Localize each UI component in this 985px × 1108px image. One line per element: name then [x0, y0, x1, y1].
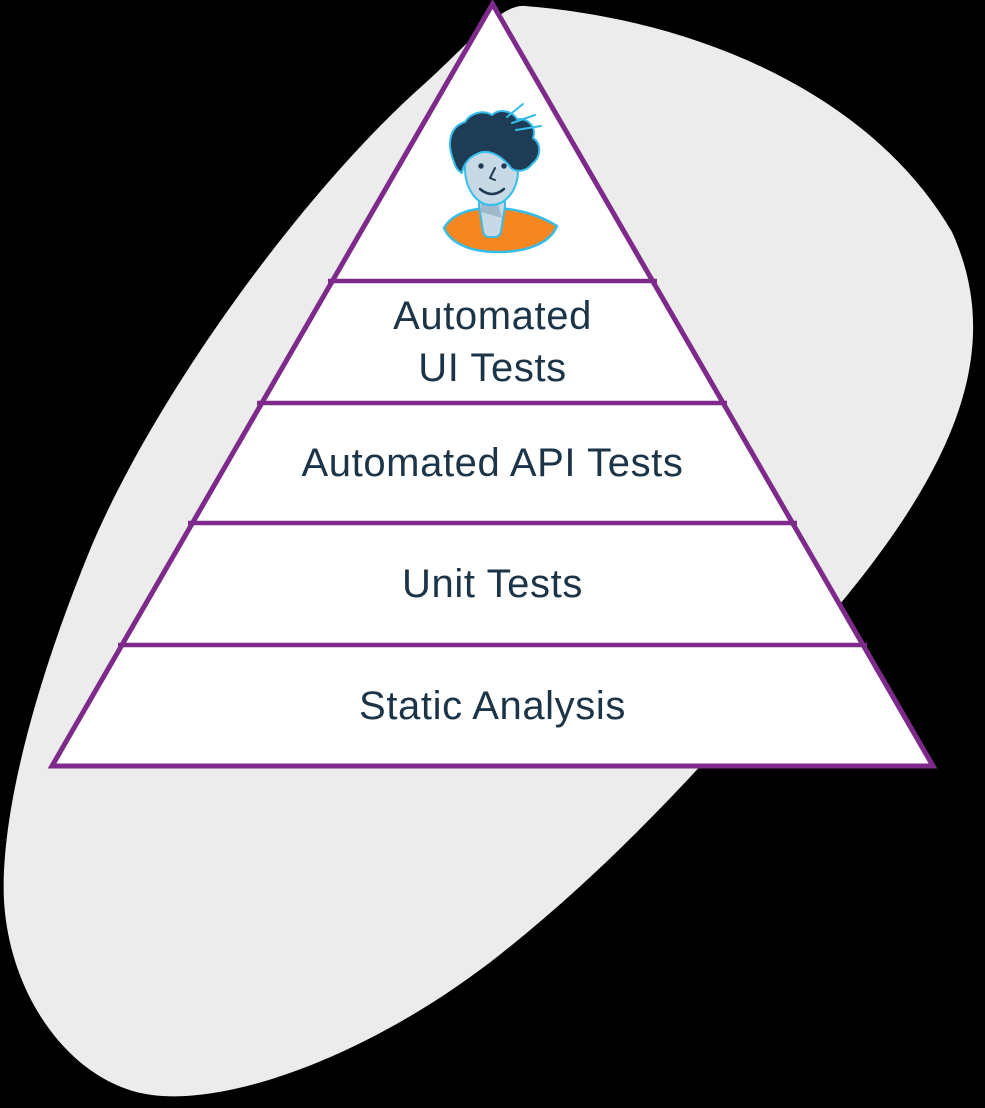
pyramid-outline — [47, 0, 938, 769]
person-hair-spikes — [506, 103, 542, 131]
person-nose — [489, 167, 496, 181]
person-mouth — [478, 187, 506, 196]
person-eye-right — [501, 163, 507, 169]
person-hair — [449, 110, 541, 174]
person-eye-left — [478, 163, 484, 169]
person-icon — [442, 103, 559, 254]
